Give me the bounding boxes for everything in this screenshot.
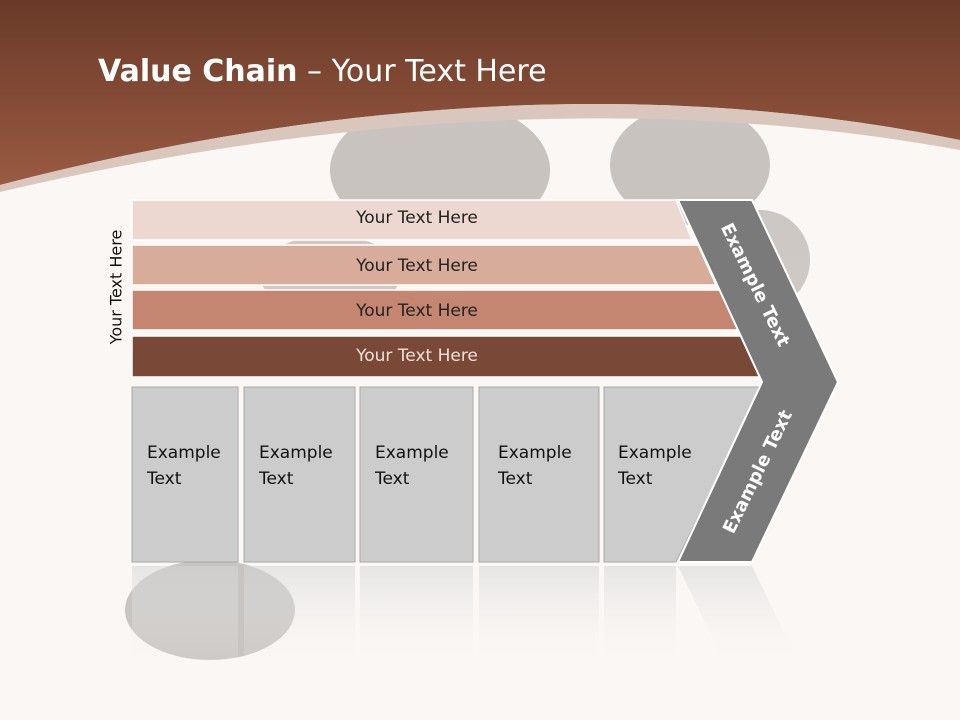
box-shape-2 [243, 386, 356, 563]
box-text-2-line2: Text [259, 469, 294, 489]
chevron-shape [676, 199, 840, 563]
box-text-3-line1: Example [375, 443, 449, 463]
band-label-4: Your Text Here [356, 346, 478, 366]
title-rest: – Your Text Here [297, 54, 547, 89]
box-text-5-line1: Example [618, 443, 692, 463]
box-shape-1 [131, 386, 239, 563]
side-label: Your Text Here [106, 229, 126, 345]
box-shape-4 [478, 386, 600, 563]
box-shape-5 [603, 386, 763, 563]
box-text-1-line2: Text [147, 469, 182, 489]
band-label-3: Your Text Here [356, 301, 478, 321]
box-text-5-line2: Text [618, 469, 653, 489]
box-text-3: Example Text [375, 440, 449, 492]
box-text-4: Example Text [498, 440, 572, 492]
box-text-4-line1: Example [498, 443, 572, 463]
band-label-2: Your Text Here [356, 256, 478, 276]
box-text-2: Example Text [259, 440, 333, 492]
header-accent-curve [0, 104, 960, 192]
box-text-1-line1: Example [147, 443, 221, 463]
page-title: Value Chain – Your Text Here [98, 54, 547, 89]
box-text-3-line2: Text [375, 469, 410, 489]
band-shape-1 [131, 199, 694, 241]
box-text-1: Example Text [147, 440, 221, 492]
band-label-1: Your Text Here [356, 208, 478, 228]
box-text-5: Example Text [618, 440, 692, 492]
header-band [0, 0, 960, 185]
band-shape-2 [131, 244, 718, 286]
box-text-4-line2: Text [498, 469, 533, 489]
box-shape-3 [359, 386, 474, 563]
title-bold: Value Chain [98, 54, 298, 89]
reflection [132, 566, 810, 686]
box-text-2-line1: Example [259, 443, 333, 463]
